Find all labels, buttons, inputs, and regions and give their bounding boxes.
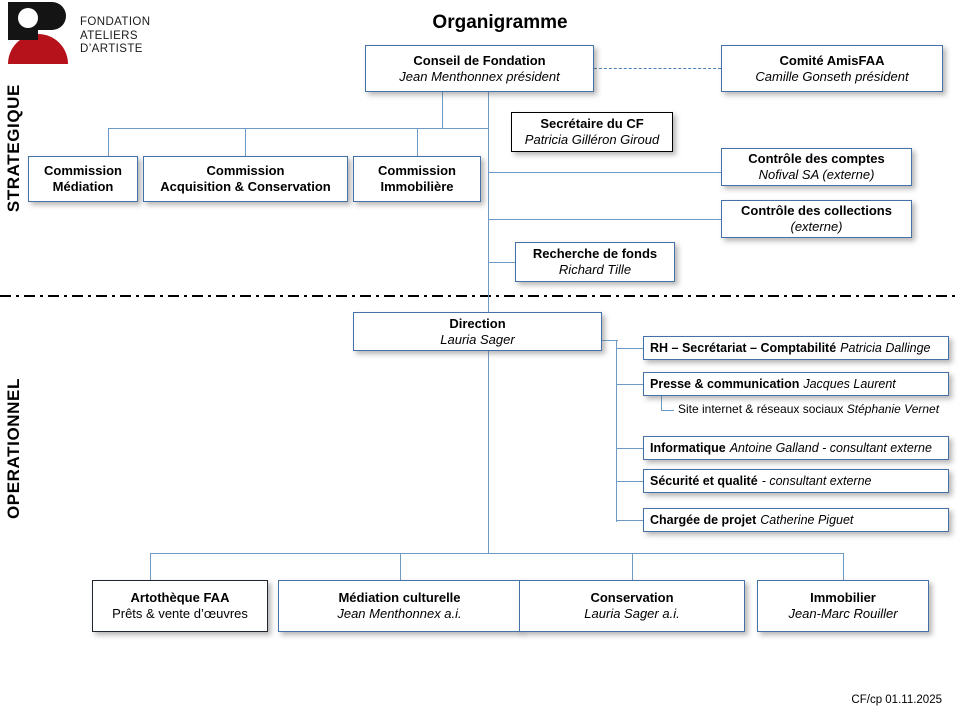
box-title: Médiation culturelle (338, 590, 461, 605)
connector-unit-4-drop (843, 553, 845, 580)
box-title: Commission (377, 163, 456, 178)
box-conservation[interactable]: Conservation Lauria Sager a.i. (519, 580, 745, 632)
box-title: Conservation (590, 590, 674, 605)
box-person: - consultant externe (761, 474, 872, 488)
label-person: Stéphanie Vernet (846, 402, 940, 416)
connector-controle-comptes (488, 172, 721, 174)
connector-conseil-comite-dashed (594, 68, 721, 69)
box-commission-immobiliere[interactable]: Commission Immobilière (353, 156, 481, 202)
box-commission-acquisition-conservation[interactable]: Commission Acquisition & Conservation (143, 156, 348, 202)
box-person: Prêts & vente d’œuvres (112, 606, 248, 621)
box-title: Contrôle des comptes (748, 151, 885, 166)
box-title: Comité AmisFAA (779, 52, 885, 68)
box-title: Contrôle des collections (741, 203, 892, 218)
connector-conseil-left-drop (442, 92, 444, 128)
box-title: Artothèque FAA (130, 590, 230, 605)
box-presse-communication[interactable]: Presse & communication Jacques Laurent (643, 372, 949, 396)
page-title: Organigramme (432, 12, 568, 33)
box-person: Patricia Gilléron Giroud (524, 132, 660, 147)
fondation-logo: FONDATION ATELIERS D’ARTISTE (8, 2, 151, 72)
connector-staff-2 (616, 384, 643, 386)
connector-units-bus (150, 553, 844, 555)
box-person: Antoine Galland - consultant externe (729, 441, 932, 455)
connector-staff-spine (616, 340, 618, 522)
connector-unit-2-drop (400, 553, 402, 580)
connector-controle-collections (488, 219, 721, 221)
section-label-strategique: STRATEGIQUE (4, 84, 23, 213)
box-person: Patricia Dallinge (840, 341, 931, 355)
box-person: Jean Menthonnex président (399, 68, 560, 84)
box-comite-amisfaa[interactable]: Comité AmisFAA Camille Gonseth président (721, 45, 943, 92)
box-recherche-de-fonds[interactable]: Recherche de fonds Richard Tille (515, 242, 675, 282)
box-subtitle: Acquisition & Conservation (160, 179, 331, 194)
box-conseil-de-fondation[interactable]: Conseil de Fondation Jean Menthonnex pré… (365, 45, 594, 92)
connector-recherche-fonds (488, 262, 515, 264)
box-title: Recherche de fonds (532, 246, 658, 261)
box-person: Nofival SA (externe) (758, 167, 875, 182)
box-person: Lauria Sager (440, 331, 515, 347)
box-rh-secretariat-comptabilite[interactable]: RH – Secrétariat – Comptabilité Patricia… (643, 336, 949, 360)
box-person: (externe) (790, 219, 843, 234)
connector-direction-trunk (488, 346, 490, 554)
box-direction[interactable]: Direction Lauria Sager (353, 312, 602, 351)
connector-commission-3-drop (417, 128, 419, 156)
box-title: Commission (206, 163, 285, 178)
box-mediation-culturelle[interactable]: Médiation culturelle Jean Menthonnex a.i… (278, 580, 521, 632)
box-secretaire-du-cf[interactable]: Secrétaire du CF Patricia Gilléron Girou… (511, 112, 673, 152)
box-person: Jean-Marc Rouiller (788, 606, 898, 621)
box-title: Conseil de Fondation (413, 52, 546, 68)
box-title: Immobilier (810, 590, 876, 605)
box-chargee-de-projet[interactable]: Chargée de projet Catherine Piguet (643, 508, 949, 532)
box-person: Richard Tille (558, 262, 632, 277)
box-role: Chargée de projet (650, 513, 757, 527)
box-role: RH – Secrétariat – Comptabilité (650, 341, 837, 355)
connector-commission-1-drop (108, 128, 110, 156)
box-title: Commission (43, 163, 122, 178)
connector-unit-3-drop (632, 553, 634, 580)
connector-commission-2-drop (245, 128, 247, 156)
connector-direction-to-spine (602, 340, 618, 342)
box-subtitle: Médiation (52, 179, 114, 194)
label-role: Site internet & réseaux sociaux (678, 402, 844, 416)
section-label-operationnel: OPERATIONNEL (4, 378, 23, 520)
connector-subitem-drop (661, 394, 663, 411)
label-site-internet-reseaux-sociaux: Site internet & réseaux sociaux Stéphani… (678, 402, 939, 416)
connector-subitem-stub (661, 410, 674, 412)
box-controle-des-comptes[interactable]: Contrôle des comptes Nofival SA (externe… (721, 148, 912, 186)
footer-revision: CF/cp 01.11.2025 (851, 694, 942, 706)
box-person: Catherine Piguet (760, 513, 854, 527)
box-person: Lauria Sager a.i. (584, 606, 680, 621)
box-title: Secrétaire du CF (540, 116, 644, 131)
box-securite-et-qualite[interactable]: Sécurité et qualité - consultant externe (643, 469, 949, 493)
box-role: Sécurité et qualité (650, 474, 758, 488)
connector-direction-top (488, 296, 490, 312)
box-person: Jean Menthonnex a.i. (337, 606, 462, 621)
box-title: Direction (449, 315, 506, 331)
box-artotheque-faa[interactable]: Artothèque FAA Prêts & vente d’œuvres (92, 580, 268, 632)
section-divider (0, 295, 960, 297)
box-role: Presse & communication (650, 377, 800, 391)
box-controle-des-collections[interactable]: Contrôle des collections (externe) (721, 200, 912, 238)
box-person: Camille Gonseth président (755, 68, 909, 84)
logo-wordmark: FONDATION ATELIERS D’ARTISTE (80, 16, 151, 55)
box-informatique[interactable]: Informatique Antoine Galland - consultan… (643, 436, 949, 460)
connector-staff-4 (616, 481, 643, 483)
connector-staff-1 (616, 348, 643, 350)
logo-mark-icon (8, 2, 68, 64)
connector-conseil-trunk (488, 92, 490, 299)
box-person: Jacques Laurent (803, 377, 896, 391)
box-subtitle: Immobilière (380, 179, 454, 194)
connector-unit-1-drop (150, 553, 152, 580)
box-role: Informatique (650, 441, 726, 455)
box-commission-mediation[interactable]: Commission Médiation (28, 156, 138, 202)
connector-staff-3 (616, 448, 643, 450)
box-immobilier[interactable]: Immobilier Jean-Marc Rouiller (757, 580, 929, 632)
connector-staff-5 (616, 520, 643, 522)
connector-commissions-bus (108, 128, 489, 130)
